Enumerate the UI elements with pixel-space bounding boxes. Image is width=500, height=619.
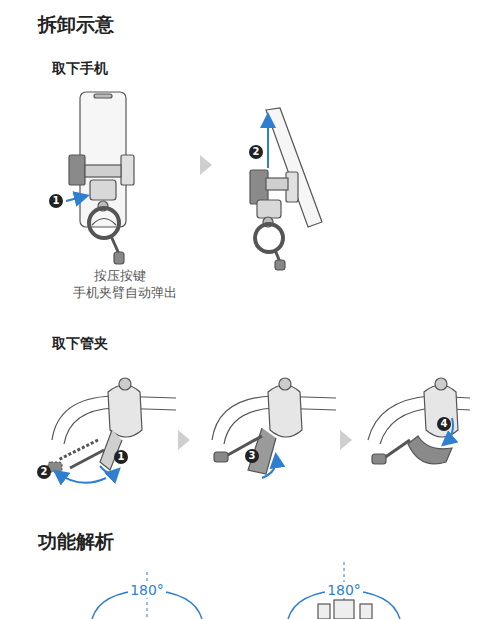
angle-label: 180° xyxy=(128,582,166,598)
instruction-note: 按压按键 手机夹臂自动弹出 xyxy=(73,268,167,302)
callout-number: 1 xyxy=(49,194,63,208)
callout-number: 1 xyxy=(114,450,128,464)
section-heading: 取下管夹 xyxy=(52,335,108,353)
angle-label: 180° xyxy=(325,582,363,598)
section-heading: 取下手机 xyxy=(52,60,108,78)
callout-number: 4 xyxy=(437,417,451,431)
callout-number: 2 xyxy=(249,145,263,159)
callout-number: 2 xyxy=(37,465,51,479)
section-title: 功能解析 xyxy=(38,529,114,555)
callout-number: 3 xyxy=(245,449,259,463)
page-title: 拆卸示意 xyxy=(38,12,114,38)
